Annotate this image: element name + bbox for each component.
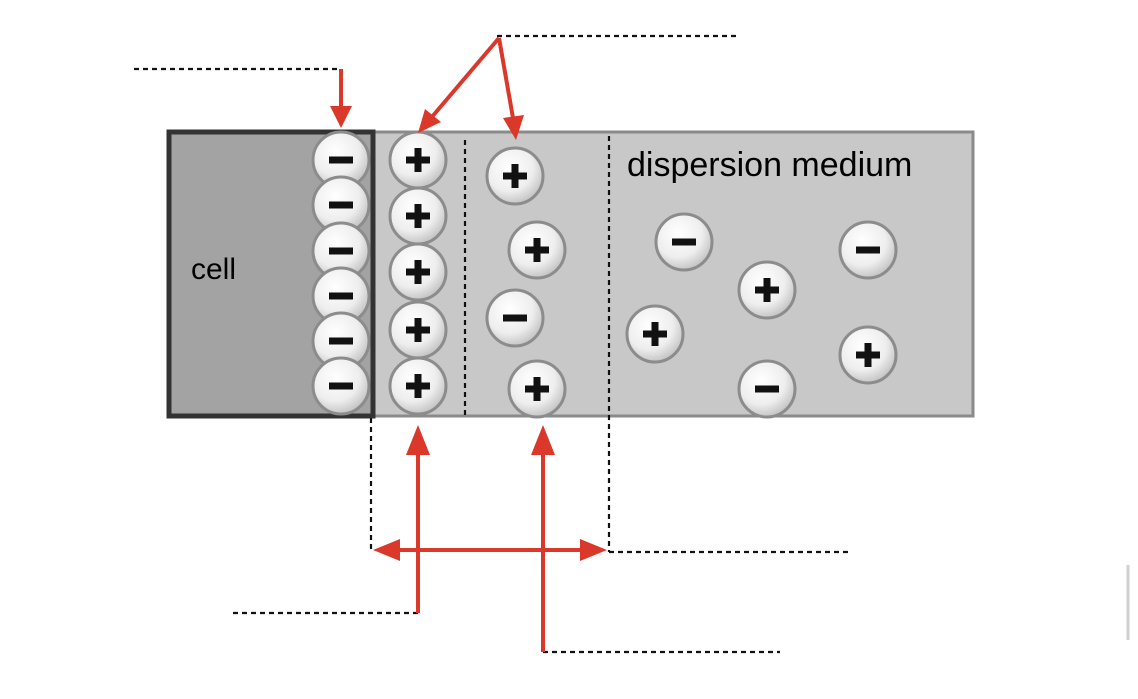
double-layer-span-arrow [373, 539, 607, 561]
positive-ion [737, 260, 797, 320]
stern-plane-arrow [406, 425, 430, 613]
ions-group [311, 130, 898, 419]
positive-ion [388, 356, 448, 416]
cell-label: cell [191, 253, 236, 286]
positive-ion [388, 130, 448, 190]
negative-ion [838, 220, 898, 280]
positive-ion [485, 146, 545, 206]
negative-ion [311, 356, 371, 416]
negative-ion [311, 221, 371, 281]
negative-ion [737, 359, 797, 419]
positive-ion [388, 186, 448, 246]
positive-ion [388, 242, 448, 302]
positive-ion [507, 359, 567, 419]
positive-ion [507, 220, 567, 280]
surface-charge-arrow [330, 69, 352, 128]
leader-surface-charge [134, 67, 343, 78]
positive-ion [838, 325, 898, 385]
positive-ion [625, 304, 685, 364]
counterion-arrows [418, 36, 524, 140]
dispersion-medium-label: dispersion medium [627, 146, 912, 184]
negative-ion [654, 212, 714, 272]
positive-ion [388, 300, 448, 360]
negative-ion [311, 130, 371, 190]
negative-ion [485, 288, 545, 348]
shear-plane-arrow [531, 425, 555, 652]
